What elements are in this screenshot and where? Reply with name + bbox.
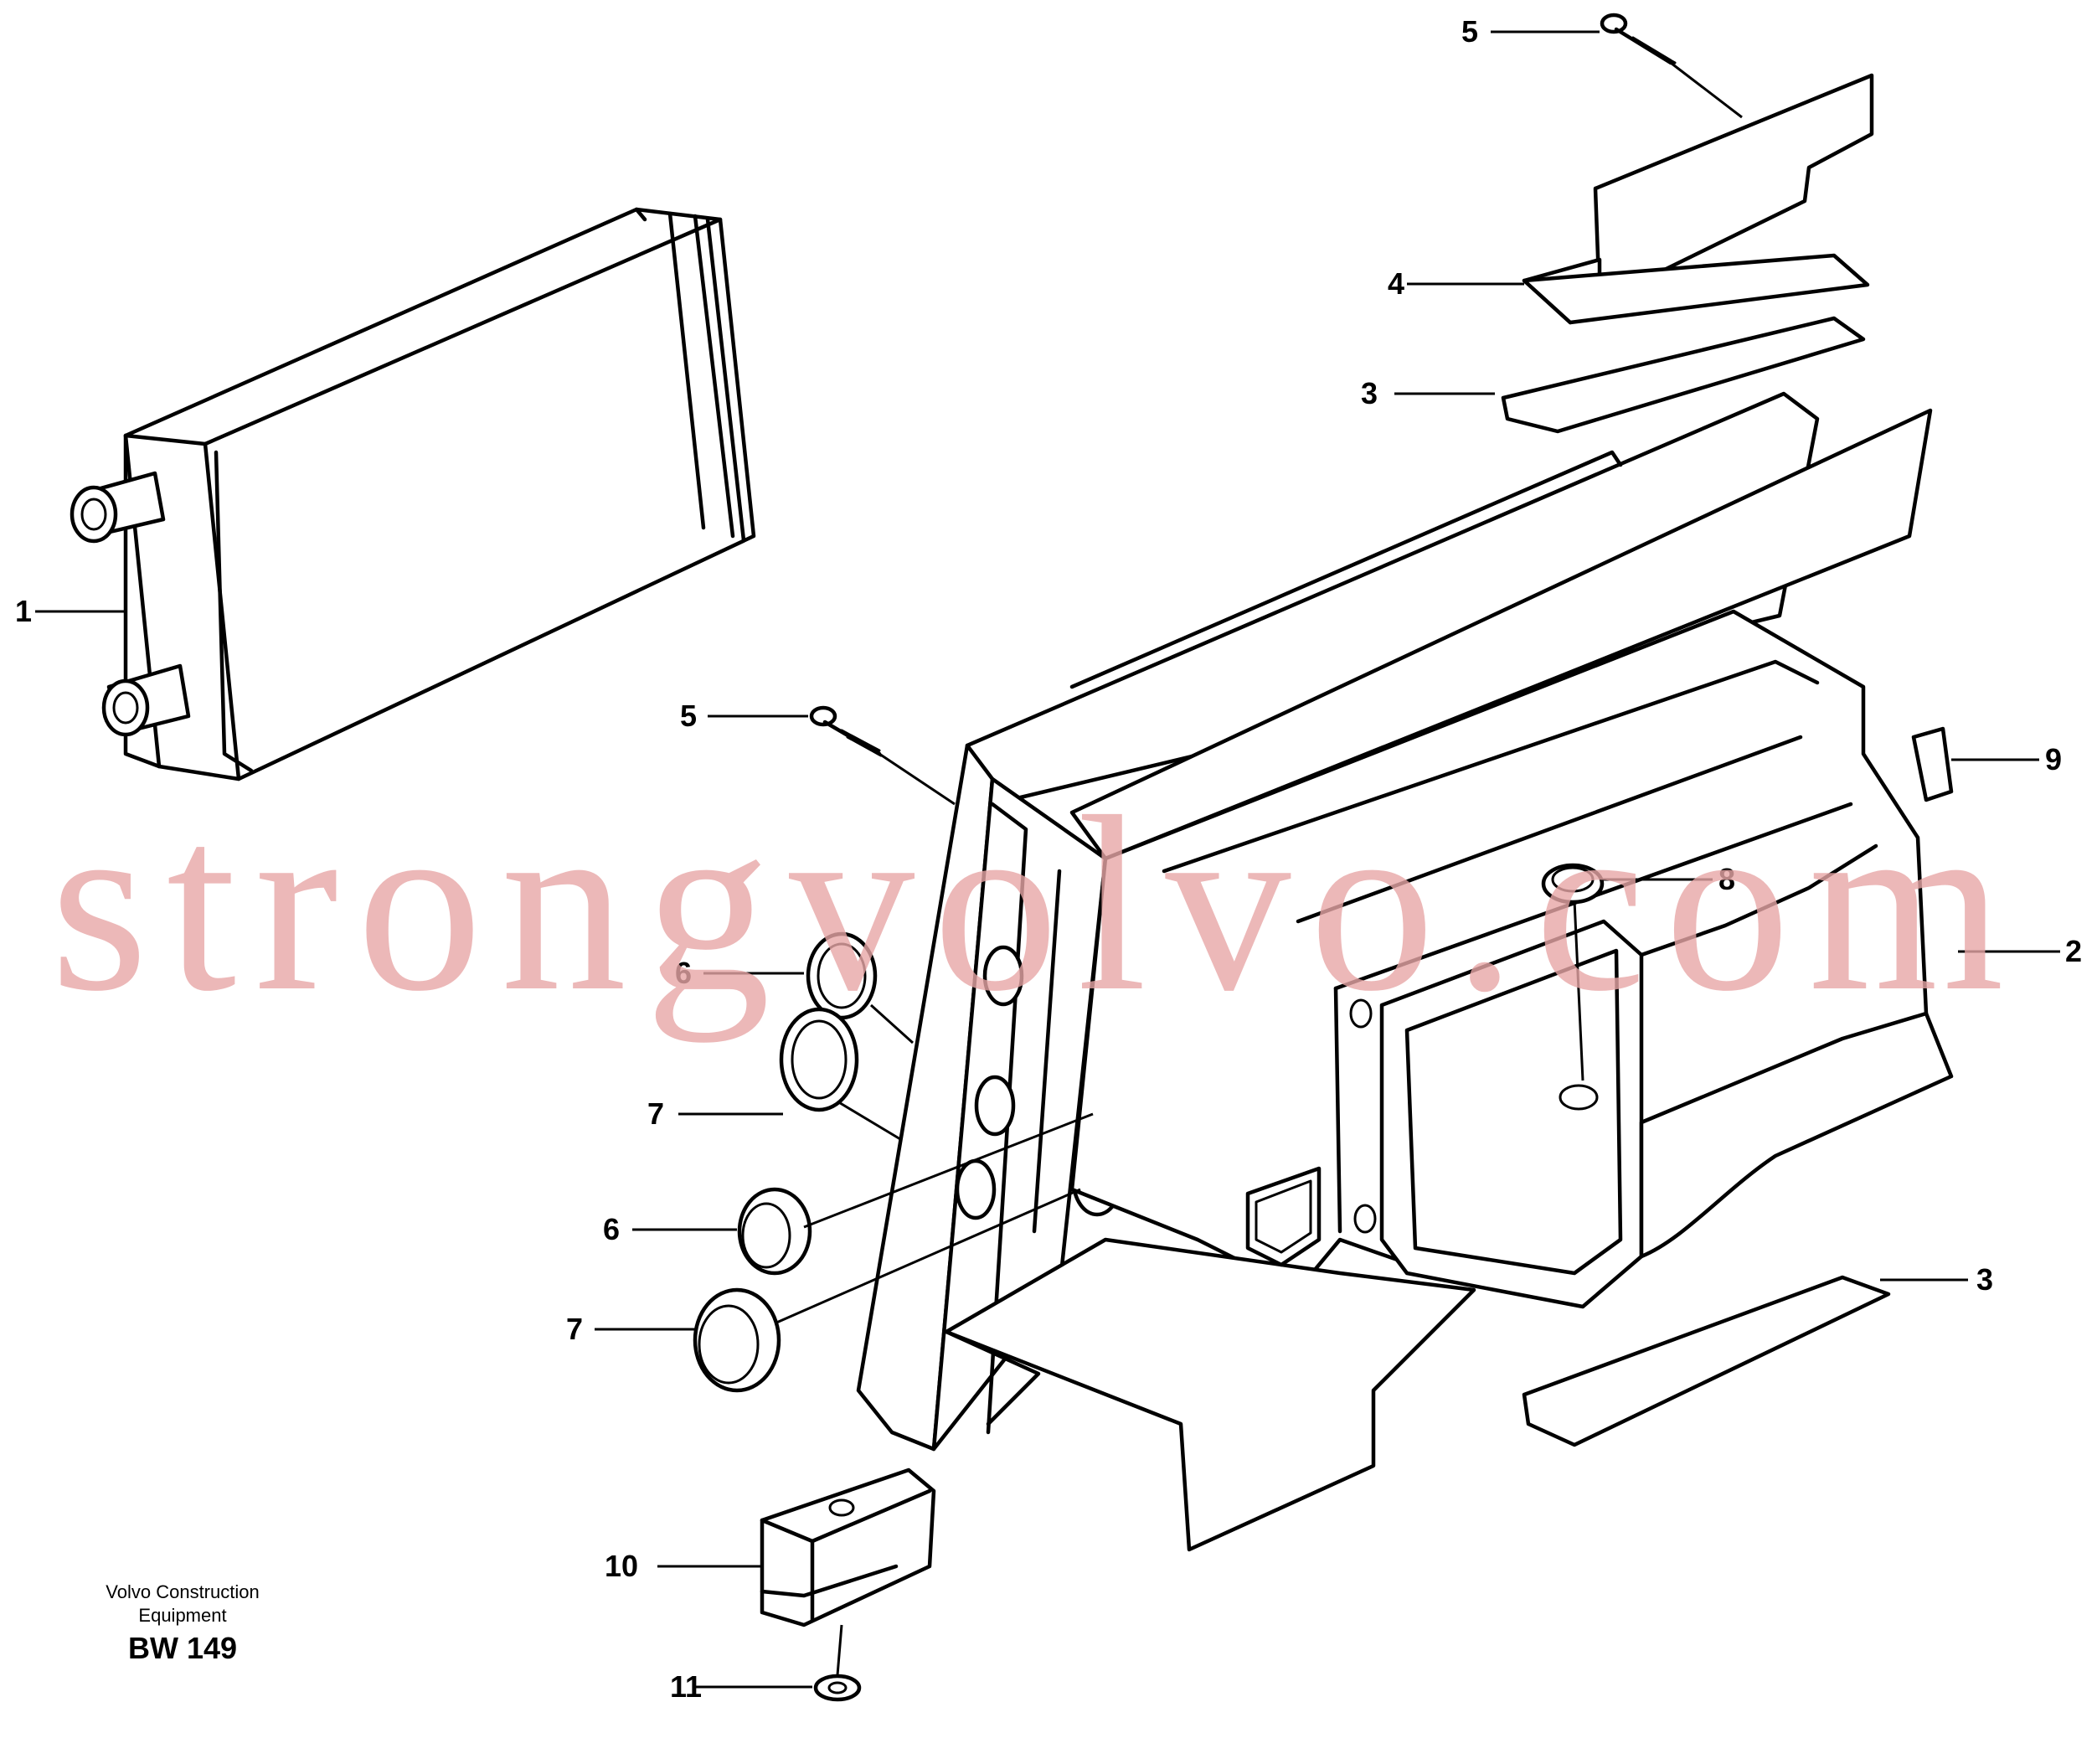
plug-part-8 [1541,863,1605,905]
callout-2: 2 [2065,934,2082,968]
heater-housing-part-2 [856,391,1954,1552]
screw-part-5-top [1600,13,1677,65]
washer-part-11 [813,1674,862,1702]
screw-part-5-middle [809,705,883,757]
callout-4: 4 [1388,266,1404,301]
cover-plate-part-4 [1522,73,1874,325]
callout-10: 10 [605,1549,638,1583]
callout-11: 11 [670,1669,702,1704]
callout-3-top: 3 [1361,376,1378,410]
footer: Volvo Construction Equipment BW 149 [106,1581,259,1665]
grommet-part-7-upper [779,1007,859,1112]
callout-6-upper: 6 [675,956,692,990]
pad-part-3-bottom [1522,1275,1891,1447]
callout-8: 8 [1718,862,1735,896]
heater-core-part-1 [70,207,756,781]
watermark: strongvolvo.com [50,765,2022,1044]
callout-5-middle: 5 [680,699,697,733]
callout-9: 9 [2045,742,2062,776]
grommet-part-7-lower [693,1287,781,1393]
pad-part-3-top [1501,316,1866,434]
drawing-code: BW 149 [128,1631,237,1665]
callout-numbers: 1 2 3 3 4 5 5 6 7 6 7 8 9 10 11 [15,14,2082,1704]
company-name-line1: Volvo Construction [106,1581,259,1602]
leader-lines [35,30,2060,1689]
callout-7-upper: 7 [647,1096,664,1131]
company-name-line2: Equipment [138,1605,226,1626]
callout-7-lower: 7 [566,1312,583,1346]
grommet-part-6-upper [806,931,878,1020]
callout-6-lower: 6 [603,1212,620,1246]
callout-1: 1 [15,594,32,628]
callout-3-bottom: 3 [1976,1262,1993,1297]
callout-5-top: 5 [1461,14,1478,49]
grommet-part-6-lower [737,1187,812,1276]
block-part-10 [760,1467,936,1627]
